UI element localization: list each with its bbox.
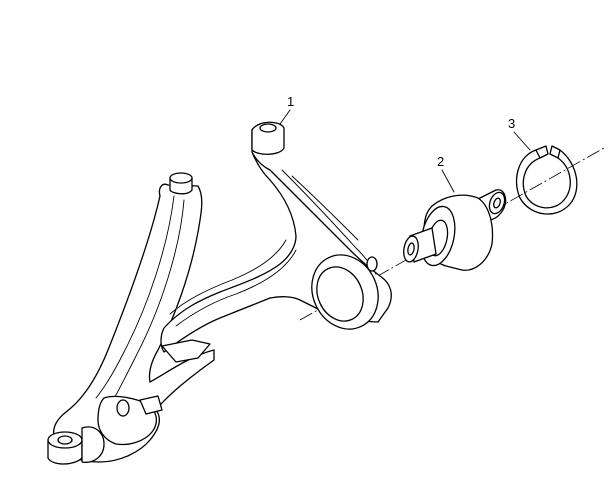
callout-3-label: 3 xyxy=(508,116,515,131)
snap-ring xyxy=(515,145,578,215)
callout-2: 2 xyxy=(437,154,455,193)
control-arm-right-rib-2 xyxy=(291,175,359,241)
callout-2-leader xyxy=(441,169,455,193)
ball-stud xyxy=(47,426,105,465)
callout-2-label: 2 xyxy=(437,154,444,169)
assembly-axis-line xyxy=(299,147,605,321)
control-arm-right-boss-hole xyxy=(259,123,277,133)
control-arm-bottom-tab xyxy=(161,339,211,363)
control-arm-left-rib-2 xyxy=(95,195,175,399)
callout-1-leader xyxy=(279,109,291,125)
control-arm-cross-rib-2 xyxy=(175,249,297,327)
callout-3: 3 xyxy=(508,116,531,151)
snap-ring-outer xyxy=(515,149,578,215)
control-arm-left-rib xyxy=(111,199,185,403)
control-arm-right-boss xyxy=(251,121,285,155)
control-arm xyxy=(47,121,392,465)
snap-ring-lug-right xyxy=(549,145,561,159)
bushing xyxy=(403,189,507,271)
control-arm-lower-tab xyxy=(139,395,163,415)
control-arm-lower-hole xyxy=(116,399,130,417)
bushing-sleeve-right-hole xyxy=(493,197,501,209)
callout-1: 1 xyxy=(279,94,294,125)
control-arm-left-boss-top xyxy=(169,172,193,184)
snap-ring-lug-left xyxy=(535,145,549,159)
control-arm-cross-rib xyxy=(169,239,287,315)
callout-1-label: 1 xyxy=(287,94,294,109)
control-arm-bushing-eye-inner xyxy=(316,266,364,322)
control-arm-small-hole xyxy=(366,256,378,272)
callout-3-leader xyxy=(513,131,531,151)
bushing-sleeve-left-hole xyxy=(407,242,415,256)
snap-ring-inner xyxy=(522,157,571,209)
